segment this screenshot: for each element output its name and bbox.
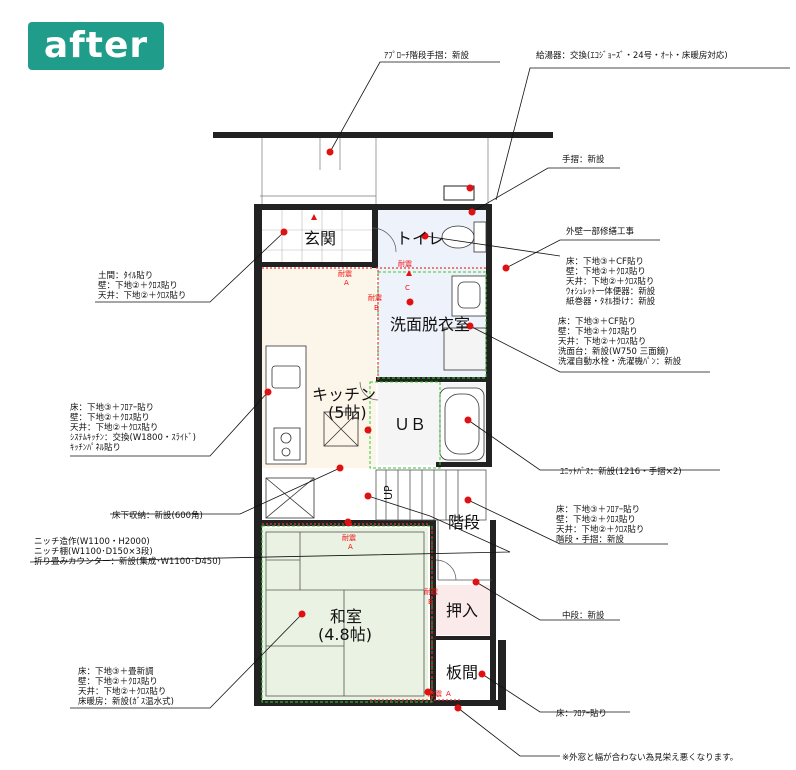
toilet-fixture	[441, 221, 487, 253]
room-label-toilet: トイレ	[396, 229, 444, 248]
stairs	[375, 469, 492, 581]
fridge	[265, 477, 315, 519]
bathtub	[439, 387, 485, 461]
seismic-label-letter: A	[446, 690, 451, 698]
svg-text:壁：下地②＋ｸﾛｽ貼り: 壁：下地②＋ｸﾛｽ貼り	[556, 514, 636, 525]
leader-lines	[29, 61, 790, 757]
room-label-kitchen-size: (5帖)	[328, 403, 367, 422]
note-niche: ニッチ造作(W1100・H2000) ニッチ棚(W1100･D150×3段) 折…	[34, 536, 221, 567]
svg-text:ニッチ造作(W1100・H2000): ニッチ造作(W1100・H2000)	[34, 536, 150, 547]
marker-triangles	[311, 214, 412, 526]
note-floor-storage: 床下収納：新設(600角)	[112, 510, 203, 521]
seismic-label-letter: A	[348, 543, 353, 551]
svg-text:階段・手摺：新設: 階段・手摺：新設	[556, 534, 625, 545]
seismic-label: 耐震	[342, 533, 356, 542]
svg-text:紙巻器・ﾀｵﾙ掛け：新設: 紙巻器・ﾀｵﾙ掛け：新設	[566, 296, 656, 307]
approach-area	[260, 138, 489, 210]
oshiire-floor	[436, 585, 492, 635]
svg-text:洗濯自動水栓・洗濯機ﾊﾟﾝ：新設: 洗濯自動水栓・洗濯機ﾊﾟﾝ：新設	[558, 356, 682, 367]
door-arcs	[359, 227, 457, 581]
svg-text:ｼｽﾃﾑｷｯﾁﾝ：交換(W1800・ｽﾗｲﾄﾞ): ｼｽﾃﾑｷｯﾁﾝ：交換(W1800・ｽﾗｲﾄﾞ)	[70, 432, 196, 443]
seismic-label: 耐震	[398, 259, 412, 268]
room-label-senmen: 洗面脱衣室	[390, 315, 470, 334]
room-label-kaidan: 階段	[448, 513, 480, 532]
room-label-kitchen: キッチン	[312, 385, 376, 404]
kitchen-counter	[265, 345, 307, 465]
svg-text:床：下地③＋CF貼り: 床：下地③＋CF貼り	[558, 316, 636, 327]
washbasin	[443, 275, 487, 371]
stairs-up-label: UP	[382, 485, 395, 500]
tatami-lines	[265, 531, 425, 697]
note-unit-bath: ﾕﾆｯﾄﾊﾞｽ：新設(1216・手摺×2)	[560, 466, 682, 477]
svg-text:床：下地③＋ﾌﾛｱｰ貼り: 床：下地③＋ﾌﾛｱｰ貼り	[556, 504, 640, 515]
room-label-washitsu-size: (4.8帖)	[318, 625, 372, 644]
note-handrail: 手摺：新設	[562, 154, 605, 165]
svg-text:天井：下地②＋ｸﾛｽ貼り: 天井：下地②＋ｸﾛｽ貼り	[70, 422, 158, 433]
svg-text:天井：下地②＋ｸﾛｽ貼り: 天井：下地②＋ｸﾛｽ貼り	[556, 524, 644, 535]
seismic-label: 耐震	[428, 689, 442, 698]
genkan-floor	[262, 210, 372, 268]
floor-storage	[323, 411, 359, 447]
note-middle-shelf: 中段：新設	[562, 610, 605, 621]
room-label-itama: 板間	[446, 663, 478, 682]
room-label-washitsu: 和室	[330, 607, 362, 626]
svg-text:天井：下地②＋ｸﾛｽ貼り: 天井：下地②＋ｸﾛｽ貼り	[98, 290, 186, 301]
room-label-oshiire: 押入	[446, 601, 478, 620]
note-kitchen: 床：下地③＋ﾌﾛｱｰ貼り 壁：下地②＋ｸﾛｽ貼り 天井：下地②＋ｸﾛｽ貼り ｼｽ…	[70, 402, 196, 453]
note-exterior-wall: 外壁一部修繕工事	[566, 226, 635, 237]
svg-text:ｳｫｼｭﾚｯﾄ一体便器：新設: ｳｫｼｭﾚｯﾄ一体便器：新設	[566, 286, 656, 297]
room-label-ub: ＵＢ	[394, 415, 426, 434]
note-stairs: 床：下地③＋ﾌﾛｱｰ貼り 壁：下地②＋ｸﾛｽ貼り 天井：下地②＋ｸﾛｽ貼り 階段…	[556, 504, 644, 545]
after-badge: after	[28, 22, 164, 70]
svg-text:壁：下地②＋ｸﾛｽ貼り: 壁：下地②＋ｸﾛｽ貼り	[98, 280, 178, 291]
genkan-tile-grid	[262, 210, 372, 268]
svg-text:床：下地③＋CF貼り: 床：下地③＋CF貼り	[566, 256, 644, 267]
seismic-label-letter: A	[344, 279, 349, 287]
svg-text:床：下地③＋畳新調: 床：下地③＋畳新調	[78, 666, 154, 677]
seismic-label-letter: B	[428, 598, 433, 606]
svg-text:ｷｯﾁﾝﾊﾟﾈﾙ貼り: ｷｯﾁﾝﾊﾟﾈﾙ貼り	[70, 442, 121, 453]
room-label-genkan: 玄関	[304, 229, 336, 248]
note-toilet: 床：下地③＋CF貼り 壁：下地②＋ｸﾛｽ貼り 天井：下地②＋ｸﾛｽ貼り ｳｫｼｭ…	[566, 256, 656, 307]
svg-text:天井：下地②＋ｸﾛｽ貼り: 天井：下地②＋ｸﾛｽ貼り	[78, 686, 166, 697]
seismic-label-letter: B	[374, 304, 379, 312]
note-itama: 床：ﾌﾛｱｰ貼り	[556, 708, 607, 719]
water-heater	[443, 185, 475, 201]
seismic-label: 耐震	[368, 293, 382, 302]
seismic-label: 耐震	[338, 269, 352, 278]
marker-dots	[264, 148, 510, 712]
svg-text:壁：下地②＋ｸﾛｽ貼り: 壁：下地②＋ｸﾛｽ貼り	[558, 326, 638, 337]
note-washitsu: 床：下地③＋畳新調 壁：下地②＋ｸﾛｽ貼り 天井：下地②＋ｸﾛｽ貼り 床暖房：新…	[78, 666, 174, 707]
note-water-heater: 給湯器：交換(ｴｺｼﾞｮｰｽﾞ・24号・ｵｰﾄ・床暖房対応)	[536, 50, 728, 61]
svg-text:床暖房：新設(ｶﾞｽ温水式): 床暖房：新設(ｶﾞｽ温水式)	[78, 696, 174, 707]
svg-text:床：下地③＋ﾌﾛｱｰ貼り: 床：下地③＋ﾌﾛｱｰ貼り	[70, 402, 154, 413]
svg-text:天井：下地②＋ｸﾛｽ貼り: 天井：下地②＋ｸﾛｽ貼り	[558, 336, 646, 347]
top-roof-line	[213, 132, 553, 138]
seismic-label: 耐震	[424, 587, 438, 596]
svg-text:壁：下地②＋ｸﾛｽ貼り: 壁：下地②＋ｸﾛｽ貼り	[78, 676, 158, 687]
svg-text:折り畳みカウンター：新設(集成･W1100･D450): 折り畳みカウンター：新設(集成･W1100･D450)	[34, 556, 221, 567]
note-genkan: 土間：ﾀｲﾙ貼り 壁：下地②＋ｸﾛｽ貼り 天井：下地②＋ｸﾛｽ貼り	[98, 270, 186, 301]
note-senmen: 床：下地③＋CF貼り 壁：下地②＋ｸﾛｽ貼り 天井：下地②＋ｸﾛｽ貼り 洗面台：…	[558, 316, 682, 367]
svg-text:壁：下地②＋ｸﾛｽ貼り: 壁：下地②＋ｸﾛｽ貼り	[70, 412, 150, 423]
note-footnote: ※外窓と幅が合わない為見栄え悪くなります。	[562, 752, 738, 763]
svg-text:土間：ﾀｲﾙ貼り: 土間：ﾀｲﾙ貼り	[98, 270, 153, 281]
svg-text:天井：下地②＋ｸﾛｽ貼り: 天井：下地②＋ｸﾛｽ貼り	[566, 276, 654, 287]
svg-text:壁：下地②＋ｸﾛｽ貼り: 壁：下地②＋ｸﾛｽ貼り	[566, 266, 646, 277]
svg-text:ニッチ棚(W1100･D150×3段): ニッチ棚(W1100･D150×3段)	[34, 546, 153, 557]
seismic-label-letter: C	[405, 284, 410, 292]
svg-text:洗面台：新設(W750 三面鏡): 洗面台：新設(W750 三面鏡)	[558, 346, 668, 357]
note-approach: ｱﾌﾟﾛｰﾁ階段手摺：新設	[384, 50, 470, 61]
